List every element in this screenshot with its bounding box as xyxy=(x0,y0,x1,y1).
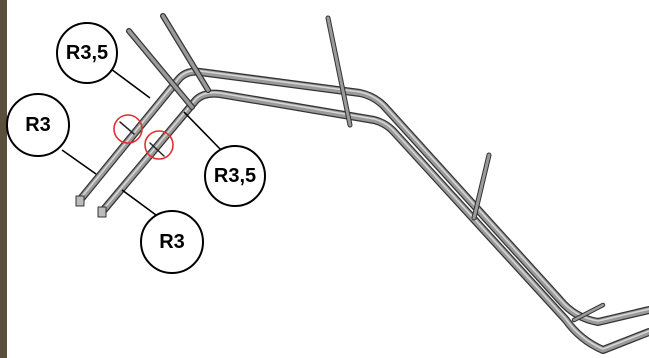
callout-r3-left-label: R3 xyxy=(25,114,51,136)
leader-lines xyxy=(61,68,225,216)
rod-back xyxy=(76,67,649,326)
callout-r35-right: R3,5 xyxy=(204,145,266,207)
rod-end-cap-right xyxy=(97,206,107,218)
callout-r35-top-label: R3,5 xyxy=(66,42,108,64)
joint-highlight-circle-left xyxy=(113,114,143,144)
rod-end-cap-left xyxy=(75,195,85,207)
callout-r3-bottom-label: R3 xyxy=(159,231,185,253)
left-edge-strip xyxy=(0,0,7,358)
stake-right xyxy=(471,152,492,221)
joint-highlight-circle-right xyxy=(144,130,174,160)
callout-r3-left: R3 xyxy=(6,93,70,157)
callout-r3-bottom: R3 xyxy=(140,210,204,274)
callout-r35-right-label: R3,5 xyxy=(214,165,256,187)
callout-r35-top: R3,5 xyxy=(56,22,118,84)
joint-markers xyxy=(119,121,165,157)
stake-top-left xyxy=(126,28,195,110)
leader-r35-right xyxy=(183,111,225,154)
leader-r3-left xyxy=(61,149,97,175)
stake-middle xyxy=(325,15,353,128)
leader-r35-top xyxy=(110,68,151,99)
leader-r3-bottom xyxy=(121,189,157,216)
frame-assembly xyxy=(75,13,649,354)
stake-top-center xyxy=(160,13,211,93)
stake-bottom-right xyxy=(571,302,606,323)
rod-front xyxy=(98,89,649,354)
